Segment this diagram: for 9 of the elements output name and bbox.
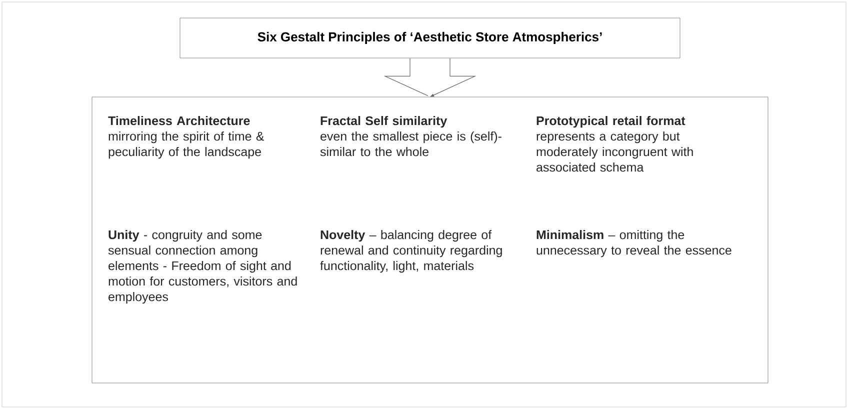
principle-text: Timeliness Architecture mirroring the spirit of time & peculiarity of the landscape — [108, 116, 264, 159]
content-box — [92, 96, 768, 384]
principle-text: Fractal Self similarity even the smallest piece is (self)-similar to the whole — [320, 116, 502, 156]
principle-text: Prototypical retail format represents a category but moderately incongruent with associated schema — [536, 116, 693, 172]
principle-text: Unity - congruity and some sensual connection among elements - Freedom of sight and motion for customers, visitors and employees — [108, 230, 297, 304]
principle-text: Minimalism – omitting the unnecessary to reveal the essence — [536, 230, 732, 258]
title-box: Six Gestalt Principles of ‘Aesthetic Store Atmospherics’ — [180, 18, 680, 58]
block-arrow — [384, 58, 476, 97]
principle-text: Novelty – balancing degree of renewal and continuity regarding functionality, light, materials — [320, 230, 502, 273]
